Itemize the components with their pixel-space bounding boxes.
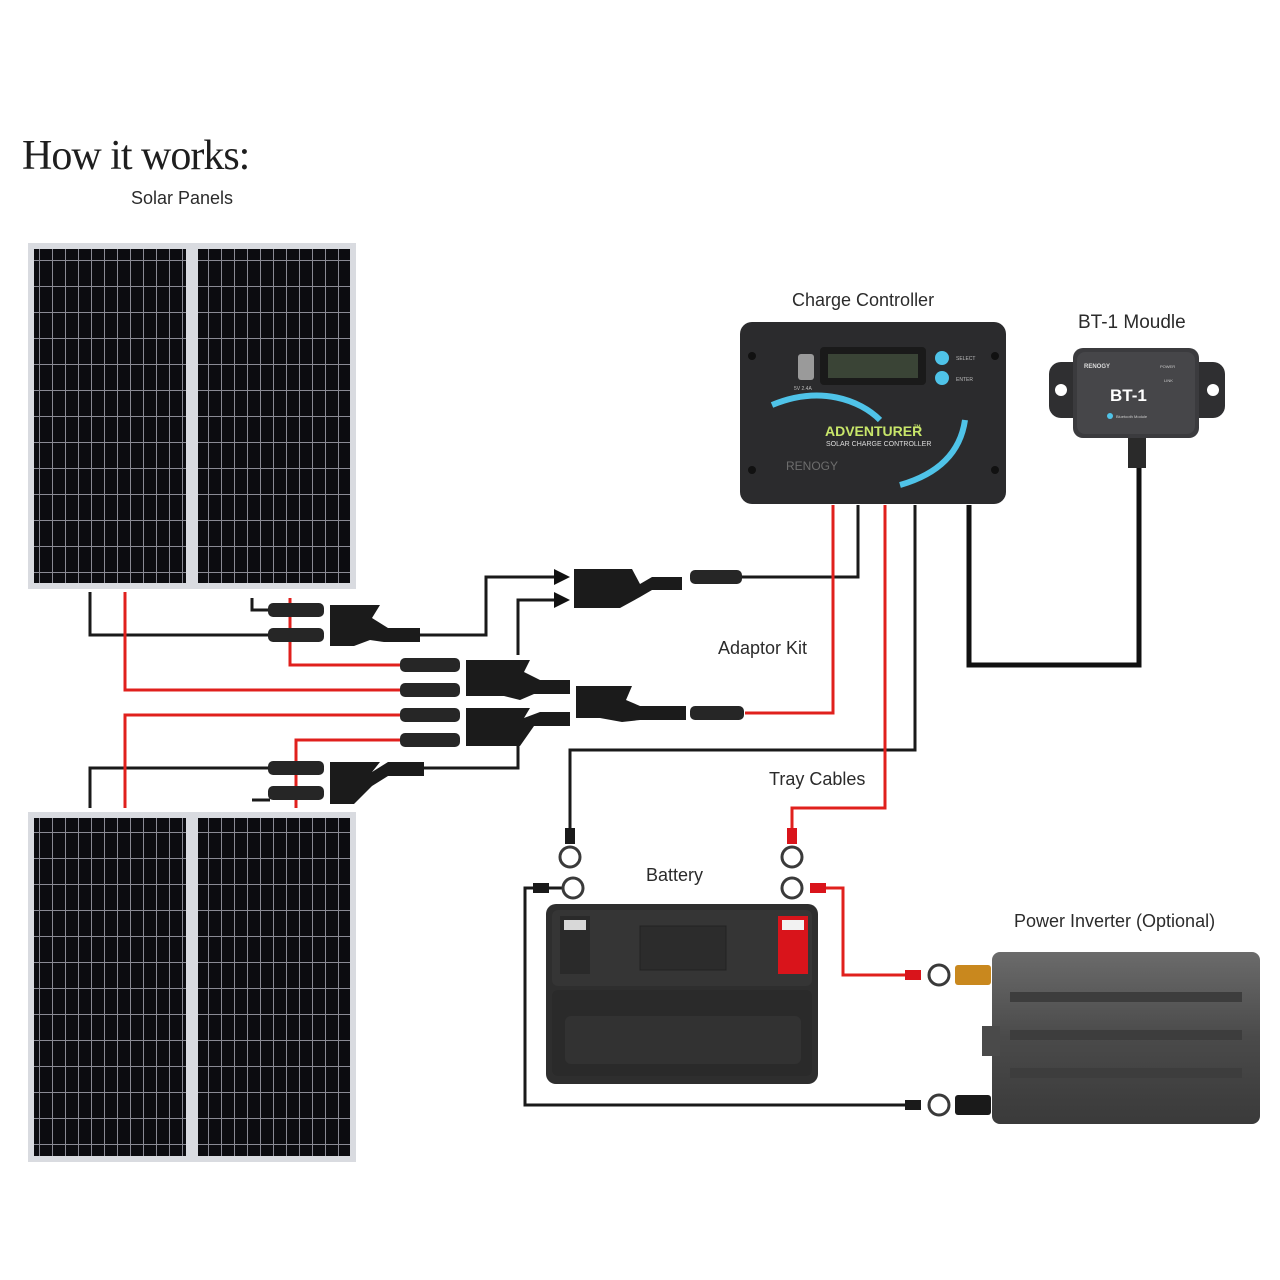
mc4-connectors [268,569,744,804]
controller-brand: ADVENTURER [825,423,922,439]
bt-link-label: LINK [1164,378,1173,383]
solar-panel-top-right [192,243,356,589]
positive-wires [123,505,905,977]
battery-label: Battery [646,865,704,885]
page-title: How it works: [22,133,250,179]
usb-port-icon [798,354,814,380]
adaptor-kit-label: Adaptor Kit [718,638,808,658]
solar-panels-label: Solar Panels [131,188,234,208]
bt-module-label: BT-1 Moudle [1078,312,1186,333]
controller-trademark: ™ [913,423,921,432]
bt-power-label: POWER [1160,364,1175,369]
controller-maker: RENOGY [786,459,838,473]
bt-1-module [1049,348,1225,468]
enter-button-icon [935,371,949,385]
bt-brand: RENOGY [1084,364,1110,370]
solar-panel-bottom-right [192,812,356,1162]
charge-controller-label: Charge Controller [792,290,935,310]
bt-text: RENOGY BT-1 Bluetooth Module POWER LINK [1084,364,1175,419]
controller-text: ADVENTURER ™ SOLAR CHARGE CONTROLLER REN… [786,356,975,473]
enter-label: ENTER [956,377,973,383]
inverter-negative-terminal-icon [955,1095,991,1115]
select-button-icon [935,351,949,365]
arrow-icons [554,569,570,608]
bt-cable [966,465,1142,668]
tray-cables-label: Tray Cables [769,769,866,789]
bt-sub: Bluetooth Module [1116,414,1148,419]
battery [546,904,818,1084]
bluetooth-icon [1107,413,1113,419]
solar-panel-bottom-left [28,812,192,1162]
charge-controller [740,322,1006,504]
select-label: SELECT [956,356,975,362]
inverter-positive-terminal-icon [955,965,991,985]
controller-subtitle: SOLAR CHARGE CONTROLLER [826,441,931,448]
power-inverter-label: Power Inverter (Optional) [1014,911,1216,931]
solar-panel-top-left [28,243,192,589]
usb-label: 5V 2.4A [794,386,812,392]
ring-terminals [533,828,951,1117]
bt-name: BT-1 [1110,386,1147,405]
power-inverter [955,952,1260,1124]
